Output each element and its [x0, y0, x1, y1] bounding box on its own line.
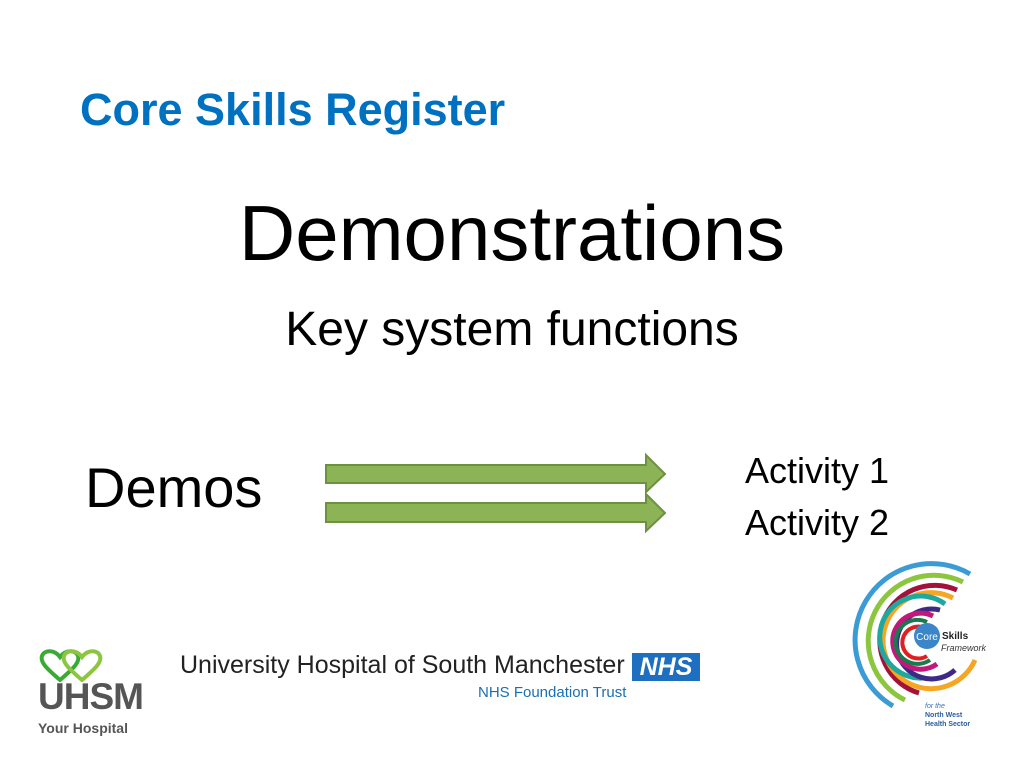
arrow-right-icon [325, 452, 667, 495]
activity-1: Activity 1 [745, 450, 890, 491]
slide-subheading: Key system functions [285, 303, 739, 356]
slide-heading: Demonstrations [238, 189, 786, 277]
logo-framework-text: Framework [941, 643, 987, 653]
arrow-right-icon [325, 491, 667, 534]
uhsm-tagline: Your Hospital [38, 720, 128, 736]
logo-for-text: for the [925, 703, 945, 710]
logo-region1-text: North West [925, 712, 963, 719]
hospital-name: University Hospital of South Manchester [180, 651, 625, 679]
arrows [325, 452, 667, 534]
slide-title: Core Skills Register [80, 84, 506, 135]
nhs-logo: NHS [632, 653, 700, 681]
activity-2: Activity 2 [745, 502, 890, 543]
logo-core-text: Core [916, 632, 938, 643]
trust-name: NHS Foundation Trust [478, 684, 627, 701]
demos-label: Demos [85, 456, 263, 519]
core-skills-framework-logo: Core Skills Framework for the North West… [852, 561, 987, 728]
hearts-icon [39, 649, 103, 682]
uhsm-logo-text: UHSM [38, 676, 144, 717]
logo-skills-text: Skills [942, 631, 969, 642]
logo-region2-text: Health Sector [925, 721, 970, 728]
